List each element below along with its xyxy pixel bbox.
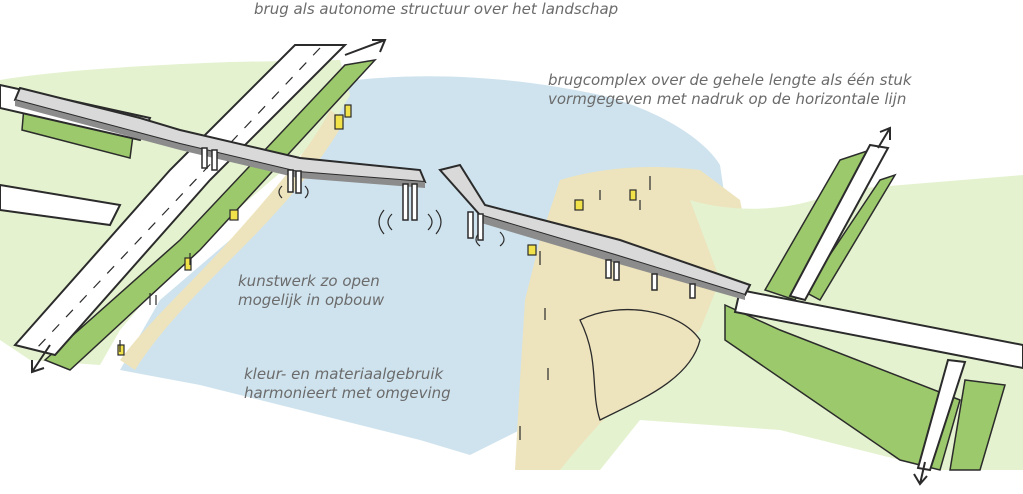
right-south-road — [916, 358, 967, 472]
bridge-deck-west-edge — [15, 100, 425, 188]
bridge-deck-east-edge — [478, 215, 745, 300]
reed-tufts — [117, 104, 637, 356]
right-dike-south — [724, 303, 961, 471]
left-arrow-north — [344, 39, 387, 56]
bridge-deck-east — [438, 163, 752, 297]
annotation-line: brugcomplex over de gehele lengte als éé… — [548, 71, 912, 89]
bridge-piers-east — [467, 211, 696, 299]
annotation-line: vormgegeven met nadruk op de horizontale… — [548, 90, 907, 108]
reed-stalks — [119, 176, 651, 440]
right-main-road — [733, 288, 1023, 370]
bridge-piers-west — [201, 147, 418, 221]
diagram-title: brug als autonome structuur over het lan… — [254, 0, 619, 18]
annotation-color-material: kleur- en materiaalgebruik harmonieert m… — [244, 365, 451, 403]
left-arrow-south — [31, 344, 51, 374]
left-dike-along-road — [43, 58, 378, 371]
annotation-line: kunstwerk zo open — [238, 272, 380, 290]
road-centerline — [34, 47, 321, 351]
left-lower-road — [0, 183, 122, 227]
water-body — [120, 76, 740, 455]
annotation-line: kleur- en materiaalgebruik — [244, 365, 444, 383]
right-inner-inlet — [579, 308, 701, 421]
right-north-road — [788, 143, 890, 302]
ripple-marks — [278, 185, 505, 247]
annotation-line: harmonieert met omgeving — [244, 384, 451, 402]
annotation-open-structure: kunstwerk zo open mogelijk in opbouw — [238, 272, 384, 310]
right-arrow-north — [877, 126, 891, 149]
right-dike-far — [949, 379, 1006, 471]
annotation-line: mogelijk in opbouw — [238, 291, 385, 309]
annotation-bridge-complex: brugcomplex over de gehele lengte als éé… — [548, 71, 912, 109]
right-arrow-south — [913, 461, 928, 486]
left-main-road — [13, 44, 348, 357]
